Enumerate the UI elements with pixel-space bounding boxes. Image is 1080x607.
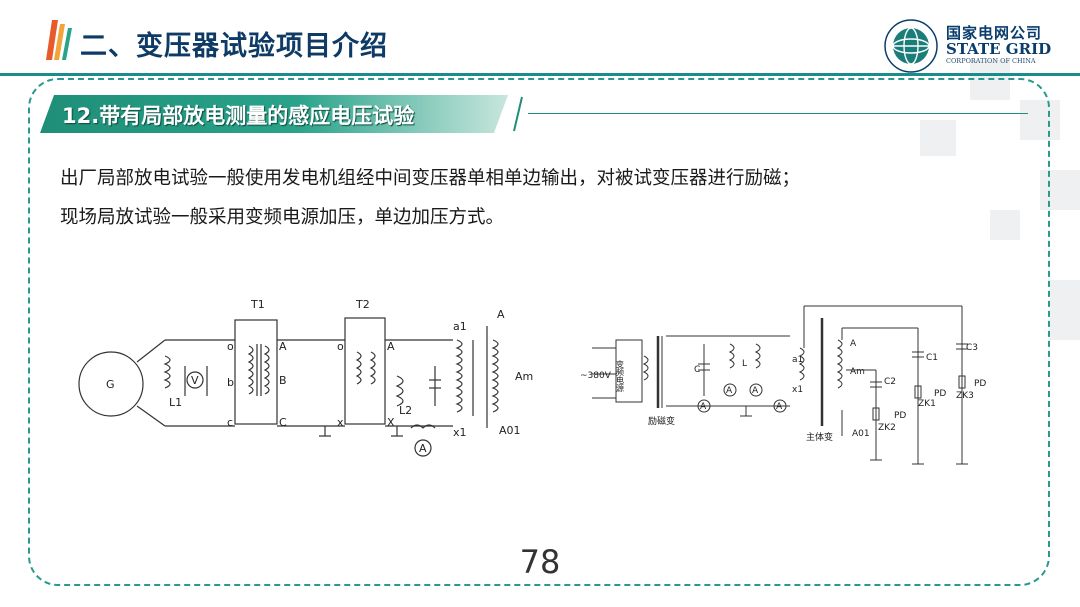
label-ZK2: ZK2 xyxy=(878,423,896,433)
page-title: 二、变压器试验项目介绍 xyxy=(80,31,388,62)
label-vfd: 变频电源 xyxy=(616,359,625,393)
content-frame xyxy=(28,78,1050,586)
svg-text:PD: PD xyxy=(934,389,946,399)
section-logo-icon xyxy=(46,20,72,60)
label-A: A xyxy=(850,339,857,349)
brand-subtitle: CORPORATION OF CHINA xyxy=(946,57,1036,65)
label-x1: x1 xyxy=(453,426,467,439)
vfd-box xyxy=(615,339,643,403)
svg-text:A: A xyxy=(752,386,759,396)
state-grid-logo-icon xyxy=(884,19,938,73)
body-line-1: 出厂局部放电试验一般使用发电机组经中间变压器单相单边输出，对被试变压器进行励磁； xyxy=(60,168,801,189)
svg-text:PD: PD xyxy=(894,411,906,421)
brand-name-en: STATE GRID xyxy=(946,40,1052,58)
svg-text:A: A xyxy=(776,402,783,412)
label-A01: A01 xyxy=(499,424,521,437)
label-C2: C2 xyxy=(884,377,896,387)
label-a1: a1 xyxy=(453,320,467,333)
label-L2: L2 xyxy=(399,404,412,417)
section-rule xyxy=(528,113,1028,114)
transformer-T1-box xyxy=(234,319,278,425)
svg-text:PD: PD xyxy=(974,379,986,389)
svg-text:c: c xyxy=(227,416,233,429)
header-divider xyxy=(0,73,1080,76)
factory-test-circuit-diagram: G L1 V T1 o b c A B C T2 o x A X L2 a1 x… xyxy=(78,298,533,457)
label-T1: T1 xyxy=(250,298,265,311)
label-A: A xyxy=(497,308,505,321)
svg-text:b: b xyxy=(227,376,234,389)
label-C: C xyxy=(694,365,700,375)
label-ZK3: ZK3 xyxy=(956,391,974,401)
background-tiles xyxy=(720,60,1080,560)
brand-name-cn: 国家电网公司 xyxy=(946,24,1043,42)
svg-text:o: o xyxy=(227,340,234,353)
label-source: ~380V xyxy=(580,371,612,381)
label-V: V xyxy=(191,374,199,387)
body-line-2: 现场局放试验一般采用变频电源加压，单边加压方式。 xyxy=(60,207,505,228)
svg-text:A: A xyxy=(387,340,395,353)
label-T2: T2 xyxy=(355,298,370,311)
label-ZK1: ZK1 xyxy=(918,399,936,409)
page-number: 78 xyxy=(519,543,561,581)
svg-text:x: x xyxy=(337,416,344,429)
svg-text:A: A xyxy=(726,386,733,396)
label-C1: C1 xyxy=(926,353,938,363)
label-C3: C3 xyxy=(966,343,978,353)
ammeter-symbol xyxy=(414,439,432,457)
reactor-L2 xyxy=(395,375,404,407)
label-L1: L1 xyxy=(169,396,182,409)
label-main-transformer: 主体变 xyxy=(806,431,833,443)
label-Am: Am xyxy=(850,367,865,377)
label-excitation: 励磁变 xyxy=(648,415,675,427)
voltmeter-symbol xyxy=(186,371,204,389)
svg-text:X: X xyxy=(387,416,395,429)
svg-text:B: B xyxy=(279,374,287,387)
svg-text:o: o xyxy=(337,340,344,353)
label-Am: Am xyxy=(515,370,533,383)
label-G: G xyxy=(106,378,115,391)
label-A01: A01 xyxy=(852,429,870,439)
svg-text:A: A xyxy=(419,442,427,455)
section-heading-text: 12.带有局部放电测量的感应电压试验 xyxy=(62,104,415,128)
site-test-circuit-diagram: ~380V 变频电源 励磁变 C L A A A A a1 x1 主体变 A A… xyxy=(580,305,986,465)
svg-text:C: C xyxy=(279,416,287,429)
svg-text:A: A xyxy=(700,402,707,412)
section-slash-icon xyxy=(513,96,523,132)
svg-text:A: A xyxy=(279,340,287,353)
reactor-L1 xyxy=(163,355,171,389)
label-L: L xyxy=(742,359,747,369)
transformer-T2-box xyxy=(344,317,386,425)
label-a1: a1 xyxy=(792,355,803,365)
generator-symbol xyxy=(78,351,144,417)
section-heading: 12.带有局部放电测量的感应电压试验 xyxy=(40,95,508,133)
label-x1: x1 xyxy=(792,385,803,395)
